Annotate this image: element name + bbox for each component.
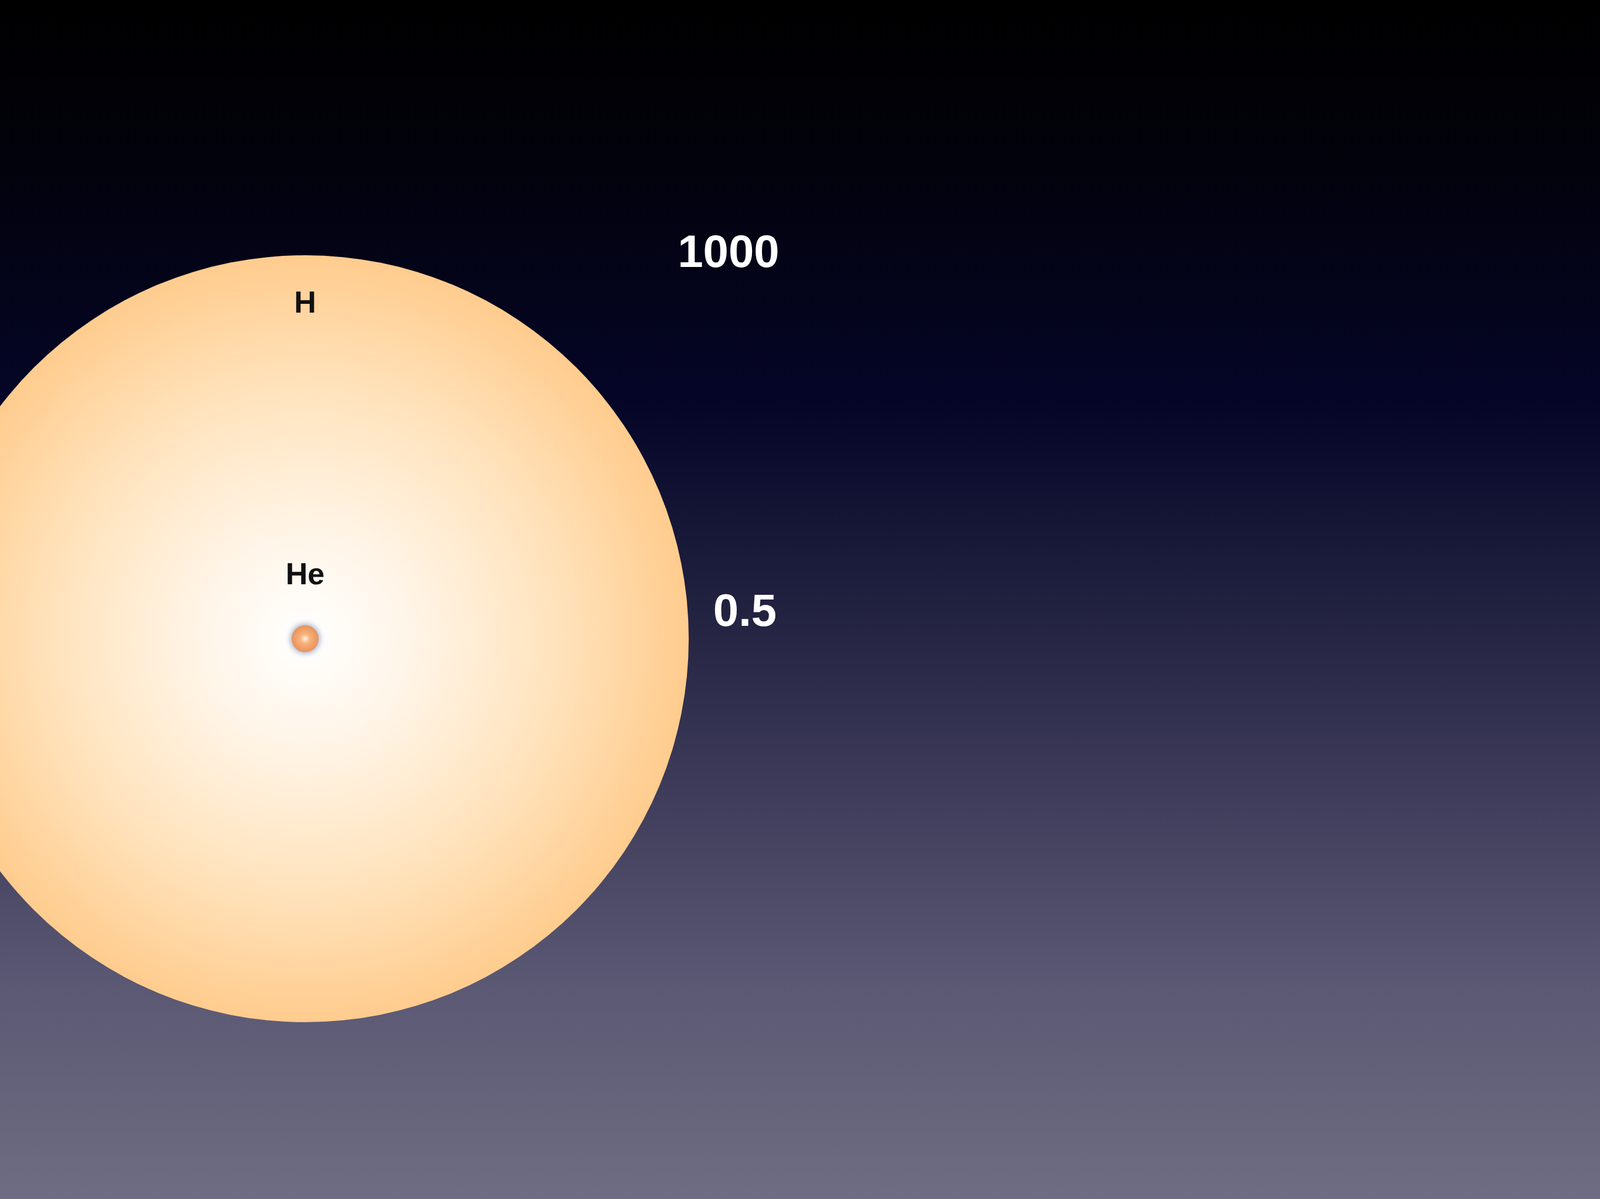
- core-dot: [291, 625, 319, 653]
- radius-value: 0.5: [713, 583, 777, 638]
- star-disc: [0, 255, 689, 1023]
- star-core: He: [291, 625, 319, 653]
- radius-value: 1000: [677, 224, 780, 279]
- element-label: H: [293, 284, 317, 320]
- element-label: He: [285, 556, 325, 592]
- star-envelope: H He: [0, 255, 689, 1023]
